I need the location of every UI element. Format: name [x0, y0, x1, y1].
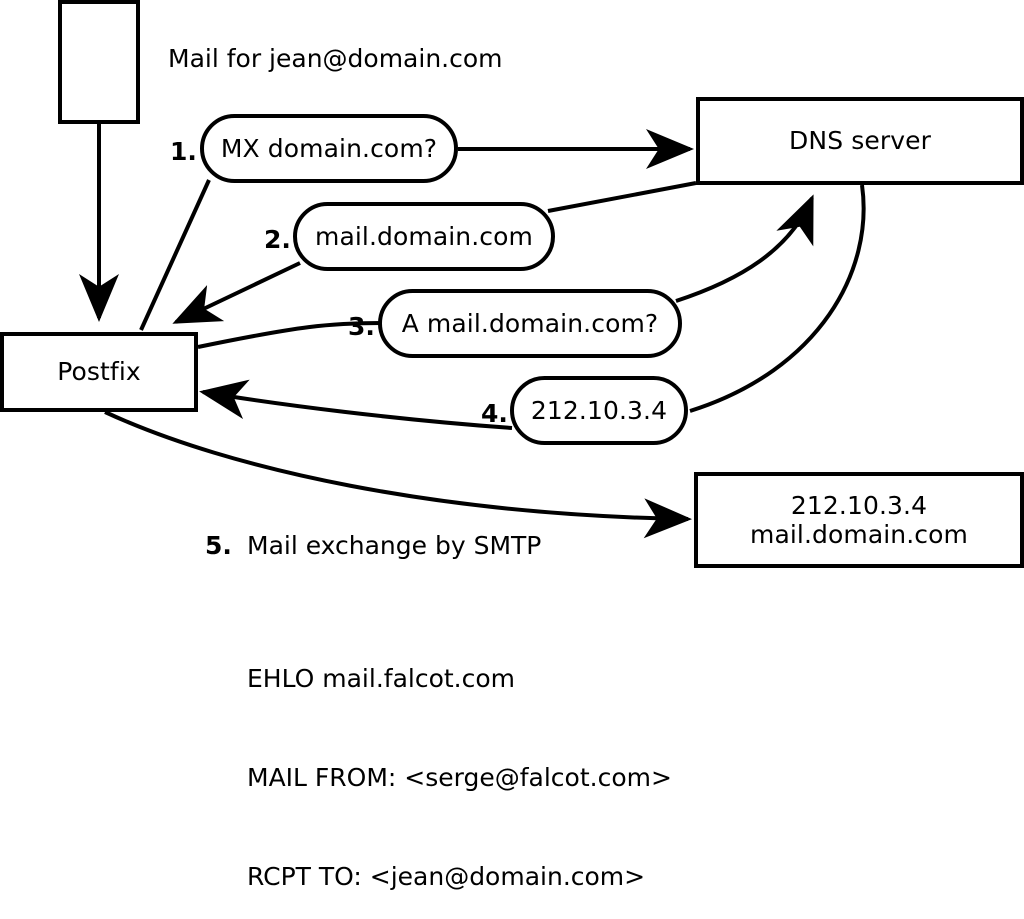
postfix-label: Postfix	[57, 357, 141, 387]
wire-step2-to-postfix	[172, 261, 301, 324]
step-4-bubble: 212.10.3.4	[510, 376, 688, 445]
step-4-number: 4.	[481, 399, 508, 428]
wire-postfix-to-step1	[139, 179, 211, 331]
wire-step3-to-dns	[675, 194, 814, 303]
mail-for-caption: Mail for jean@domain.com	[168, 44, 503, 73]
step-2-bubble: mail.domain.com	[293, 202, 555, 271]
step-3-number: 3.	[348, 312, 375, 341]
step-1-number: 1.	[170, 137, 197, 166]
step-2-number: 2.	[264, 225, 291, 254]
transcript-line: EHLO mail.falcot.com	[247, 664, 516, 693]
wire-dns-to-step4	[689, 184, 866, 413]
step-2-bubble-label: mail.domain.com	[315, 221, 533, 251]
postfix-box: Postfix	[0, 332, 198, 412]
step-1-bubble-label: MX domain.com?	[220, 133, 438, 163]
destination-host-label: mail.domain.com	[750, 520, 968, 549]
step-1-bubble: MX domain.com?	[200, 114, 458, 183]
destination-ip-label: 212.10.3.4	[790, 490, 928, 520]
wire-postfix-to-step3	[197, 321, 383, 349]
step-3-bubble: A mail.domain.com?	[378, 289, 682, 358]
step-5-title: Mail exchange by SMTP	[247, 531, 542, 560]
transcript-line: MAIL FROM: <serge@falcot.com>	[247, 763, 672, 792]
dns-server-label: DNS server	[789, 126, 931, 156]
dns-server-box: DNS server	[696, 97, 1024, 185]
step-5-number: 5.	[205, 531, 232, 560]
sender-box	[58, 0, 140, 124]
destination-mail-server-box: 212.10.3.4 mail.domain.com	[694, 472, 1024, 568]
wire-step4-to-postfix	[199, 379, 513, 430]
step-3-bubble-label: A mail.domain.com?	[401, 308, 659, 338]
step-4-bubble-label: 212.10.3.4	[530, 395, 668, 425]
transcript-line: RCPT TO: <jean@domain.com>	[247, 862, 646, 891]
wire-dns-to-step2	[547, 181, 697, 213]
wire-postfix-to-destination	[104, 410, 692, 539]
smtp-transcript: EHLO mail.falcot.com MAIL FROM: <serge@f…	[247, 596, 672, 919]
